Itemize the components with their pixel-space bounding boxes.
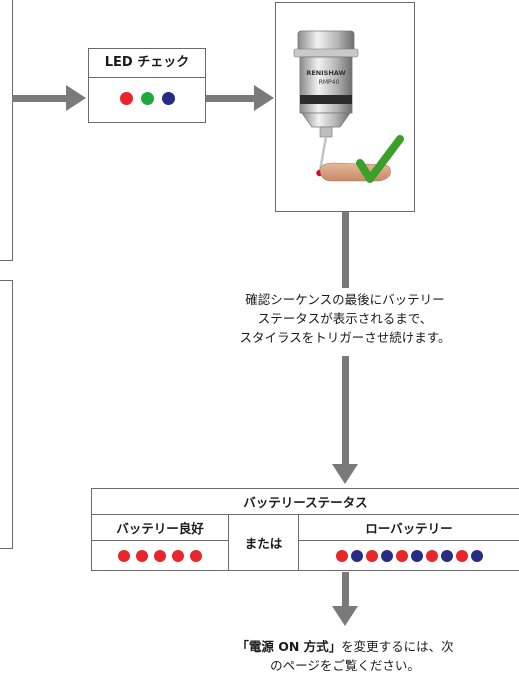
battery-low-dot xyxy=(335,549,348,562)
battery-low-dot xyxy=(410,549,423,562)
battery-good-dot xyxy=(136,549,148,562)
battery-good-dots xyxy=(91,540,229,571)
led-check-box: LED チェック xyxy=(88,48,206,123)
left-partial-box-bottom xyxy=(0,280,13,549)
footer-note: 「電源 ON 方式」を変更するには、次 のページをご覧ください。 xyxy=(200,637,490,675)
battery-good-dot xyxy=(118,549,130,562)
battery-low-dot xyxy=(380,549,393,562)
instruction-line: スタイラスをトリガーさせ続けます。 xyxy=(239,330,451,345)
check-icon xyxy=(356,135,404,183)
led-check-title: LED チェック xyxy=(89,49,205,78)
led-dot xyxy=(161,91,175,105)
battery-low-dot xyxy=(395,549,408,562)
battery-good-label: バッテリー良好 xyxy=(91,514,229,541)
connector-line xyxy=(12,95,68,102)
connector-arrow xyxy=(66,85,86,111)
led-dot xyxy=(140,91,154,105)
instruction-line: 確認シーケンスの最後にバッテリー xyxy=(245,292,445,307)
or-label: または xyxy=(228,514,299,571)
battery-status-title: バッテリーステータス xyxy=(91,488,519,515)
connector-line xyxy=(206,95,256,102)
battery-low-dot xyxy=(365,549,378,562)
battery-low-dot xyxy=(470,549,483,562)
instruction-line: ステータスが表示されるまで、 xyxy=(257,311,433,326)
connector-arrow xyxy=(332,606,358,626)
led-dots xyxy=(89,78,205,118)
probe-illustration: RENISHAW RMP40 xyxy=(293,30,404,183)
connector-line xyxy=(342,572,349,610)
battery-good-dot xyxy=(172,549,184,562)
battery-low-dot xyxy=(425,549,438,562)
battery-low-dots xyxy=(298,540,519,571)
probe-brand-label: RENISHAW xyxy=(306,69,345,77)
probe-image-box: RENISHAW RMP40 xyxy=(275,2,415,212)
connector-line xyxy=(342,356,349,466)
battery-low-dot xyxy=(350,549,363,562)
instruction-text: 確認シーケンスの最後にバッテリー ステータスが表示されるまで、 スタイラスをトリ… xyxy=(200,290,490,347)
left-partial-box-top xyxy=(0,0,13,261)
connector-arrow xyxy=(332,464,358,484)
connector-arrow xyxy=(254,85,274,111)
battery-low-dot xyxy=(440,549,453,562)
battery-status-table: バッテリーステータス バッテリー良好 または ローバッテリー xyxy=(91,488,519,571)
battery-good-dot xyxy=(154,549,166,562)
battery-good-dot xyxy=(190,549,202,562)
battery-low-label: ローバッテリー xyxy=(298,514,519,541)
footer-line2: のページをご覧ください。 xyxy=(270,658,420,673)
probe-model-label: RMP40 xyxy=(319,79,340,86)
footer-line1-rest: を変更するには、次 xyxy=(341,639,454,654)
footer-bold-text: 「電源 ON 方式」 xyxy=(236,639,342,654)
connector-line xyxy=(342,212,349,288)
led-dot xyxy=(119,91,133,105)
battery-low-dot xyxy=(455,549,468,562)
